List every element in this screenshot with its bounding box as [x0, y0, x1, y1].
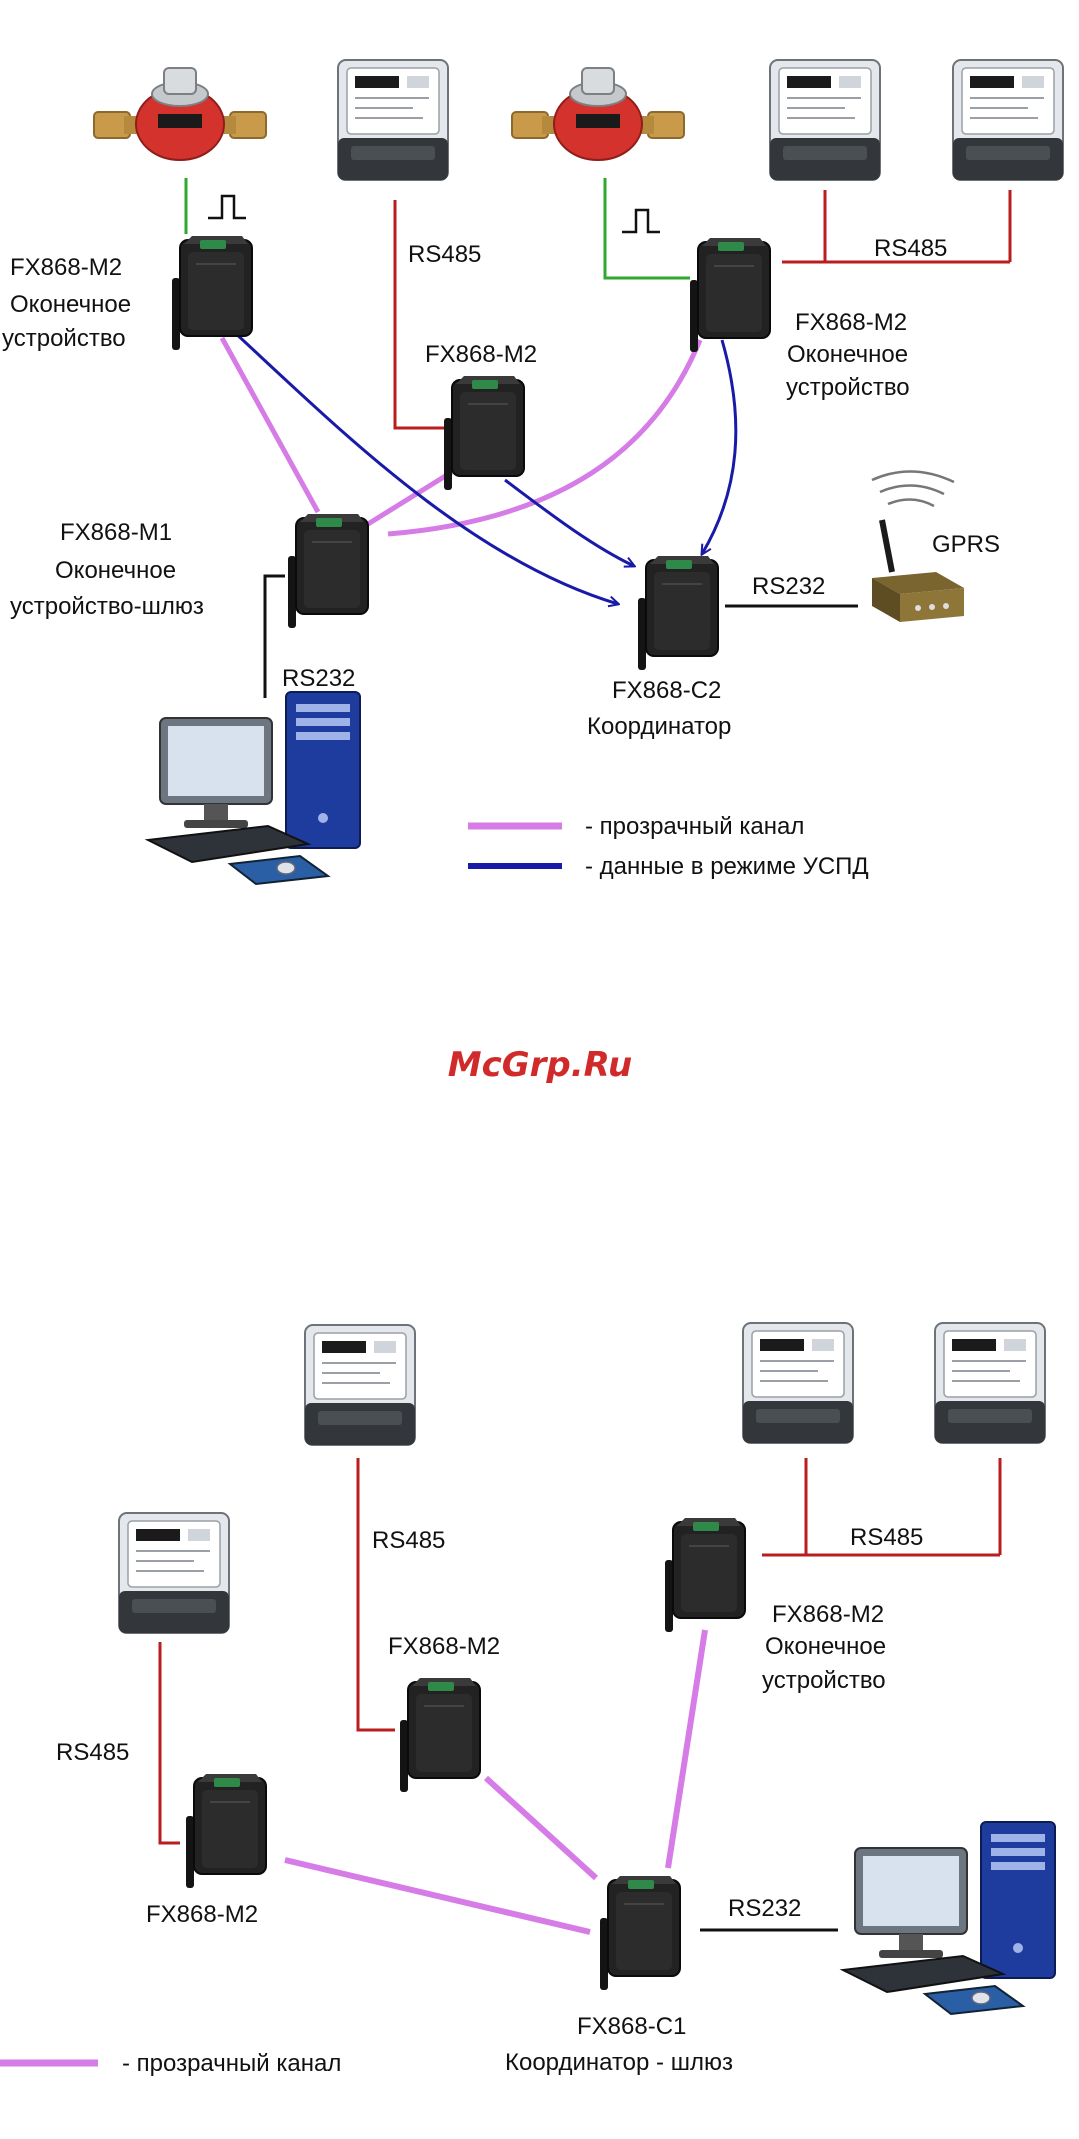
transparent-link-right-coord [665, 1629, 708, 1869]
transparent-link-router-gateway [366, 467, 457, 527]
rs232-label: RS232 [728, 1895, 801, 1922]
pulse-wire-right [603, 178, 690, 280]
left-router-name: FX868-M2 [146, 1901, 258, 1928]
left-end-device-name: FX868-M2 [10, 254, 122, 281]
rs232-label: RS232 [752, 573, 825, 600]
electricity-meter-icon [952, 59, 1064, 181]
rs485-wire-mid [393, 200, 445, 430]
wireless-module-icon [171, 235, 253, 351]
rs485-wire-left [158, 1642, 180, 1845]
legend-transparent-label: - прозрачный канал [122, 2050, 341, 2077]
rs232-label: RS232 [282, 665, 355, 692]
rs485-wire-mid [356, 1458, 395, 1732]
gprs-label: GPRS [932, 531, 1000, 558]
uspd-arrow-right-coord [702, 339, 738, 554]
electricity-meter-icon [337, 59, 449, 181]
right-end-device-name: FX868-M2 [772, 1601, 884, 1628]
gateway-device-name: FX868-M1 [60, 519, 172, 546]
watermark: McGrp.Ru [448, 1045, 632, 1085]
left-end-device-role: устройство [2, 325, 126, 352]
left-end-device-role: Оконечное [10, 291, 131, 318]
electricity-meter-icon [304, 1324, 416, 1446]
coordinator-name: FX868-C2 [612, 677, 721, 704]
coordinator-name: FX868-C1 [577, 2013, 686, 2040]
desktop-computer-icon [842, 1821, 1056, 2015]
water-meter-icon [511, 67, 685, 161]
diagram-1: FX868-M2 Оконечное устройство RS485 FX86… [2, 59, 1064, 885]
desktop-computer-icon [147, 691, 361, 885]
electricity-meter-icon [769, 59, 881, 181]
coordinator-role: Координатор - шлюз [505, 2049, 733, 2076]
wireless-module-icon [599, 1875, 681, 1991]
right-end-device-name: FX868-M2 [795, 309, 907, 336]
legend-uspd-label: - данные в режиме УСПД [585, 853, 869, 880]
transparent-link-right-gateway [387, 339, 703, 537]
wireless-module-icon [287, 513, 369, 629]
wireless-module-icon [185, 1773, 267, 1889]
legend-transparent-label: - прозрачный канал [585, 813, 804, 840]
electricity-meter-icon [118, 1512, 230, 1634]
wireless-module-icon [637, 555, 719, 671]
electricity-meter-icon [742, 1322, 854, 1444]
transparent-link-left-gateway [219, 336, 321, 514]
wireless-module-icon [664, 1517, 746, 1633]
gateway-device-role: устройство-шлюз [10, 593, 204, 620]
right-end-device-role: Оконечное [765, 1633, 886, 1660]
right-end-device-role: Оконечное [787, 341, 908, 368]
gateway-device-role: Оконечное [55, 557, 176, 584]
rs232-wire-pc [263, 574, 285, 698]
water-meter-icon [93, 67, 267, 161]
coordinator-role: Координатор [587, 713, 731, 740]
rs485-label: RS485 [56, 1739, 129, 1766]
electricity-meter-icon [934, 1322, 1046, 1444]
uspd-arrow-left-coord [230, 328, 618, 604]
wireless-module-icon [399, 1677, 481, 1793]
rs485-label: RS485 [850, 1524, 923, 1551]
pulse-signal-icon [208, 194, 246, 220]
rs485-label: RS485 [372, 1527, 445, 1554]
mid-router-name: FX868-M2 [388, 1633, 500, 1660]
rs485-label: RS485 [408, 241, 481, 268]
pulse-signal-icon [622, 208, 660, 234]
right-end-device-role: устройство [786, 374, 910, 401]
transparent-link-mid-coord [483, 1775, 599, 1881]
wireless-module-icon [689, 237, 771, 353]
wireless-module-icon [443, 375, 525, 491]
right-end-device-role: устройство [762, 1667, 886, 1694]
rs485-label: RS485 [874, 235, 947, 262]
mid-router-name: FX868-M2 [425, 341, 537, 368]
transparent-link-left-coord [284, 1857, 591, 1935]
diagram-2: RS485 FX868-M2 RS485 FX868-M2 RS485 FX86… [0, 1322, 1056, 2077]
uspd-arrow-router-coord [504, 478, 634, 566]
